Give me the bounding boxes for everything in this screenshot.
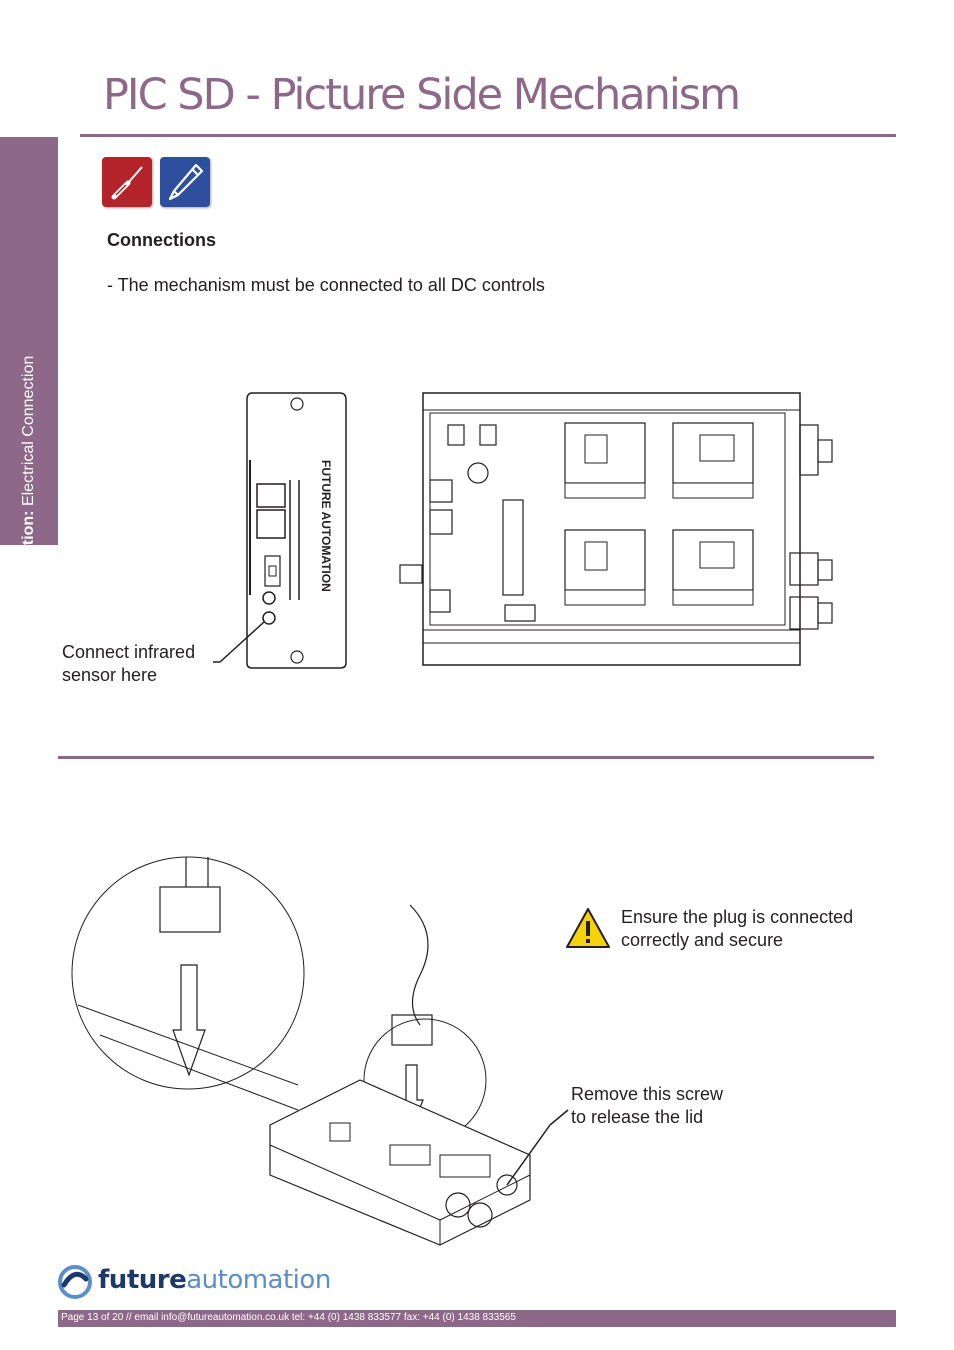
assembly-diagram xyxy=(71,856,569,1246)
section-divider xyxy=(58,756,874,759)
logo-word-strong: future xyxy=(98,1265,187,1295)
screw-callout-line2: to release the lid xyxy=(571,1107,704,1127)
infrared-callout-line2: sensor here xyxy=(62,665,158,685)
controller-board-diagram xyxy=(399,392,833,666)
plug-callout-line1: Ensure the plug is connected xyxy=(621,907,854,927)
end-plate-diagram: FUTURE AUTOMATION xyxy=(213,392,347,669)
infrared-callout-line1: Connect infrared xyxy=(62,642,196,662)
footer-contact-text: Page 13 of 20 // email info@futureautoma… xyxy=(61,1312,516,1323)
title-underline xyxy=(80,134,896,137)
page-title: PIC SD - Picture Side Mechanism xyxy=(103,70,741,120)
screw-callout: Remove this screw to release the lid xyxy=(571,1083,723,1129)
plug-warning-callout: Ensure the plug is connected correctly a… xyxy=(621,906,853,952)
side-section-label-rest: Electrical Connection xyxy=(20,355,37,511)
plate-brand-text: FUTURE AUTOMATION xyxy=(319,460,333,592)
logo-word-light: automation xyxy=(186,1265,331,1295)
infrared-sensor-callout: Connect infrared sensor here xyxy=(62,641,195,687)
company-logo: futureautomation xyxy=(56,1263,331,1303)
logo-swirl-icon xyxy=(58,1265,92,1299)
warning-icon xyxy=(566,908,610,948)
screwdriver-icon xyxy=(102,157,152,207)
pencil-icon xyxy=(160,157,210,207)
footer-bar: Page 13 of 20 // email info@futureautoma… xyxy=(58,1310,896,1327)
side-section-tab: Installation: Electrical Connection xyxy=(0,137,58,600)
screw-callout-line1: Remove this screw xyxy=(571,1084,724,1104)
section-heading: Connections xyxy=(107,230,217,250)
side-section-label-bold: Installation: xyxy=(20,510,37,601)
side-section-label: Installation: Electrical Connection xyxy=(20,356,38,601)
plug-callout-line2: correctly and secure xyxy=(621,930,784,950)
connections-instruction: - The mechanism must be connected to all… xyxy=(107,275,545,295)
logo-wordmark: futureautomation xyxy=(98,1265,331,1295)
